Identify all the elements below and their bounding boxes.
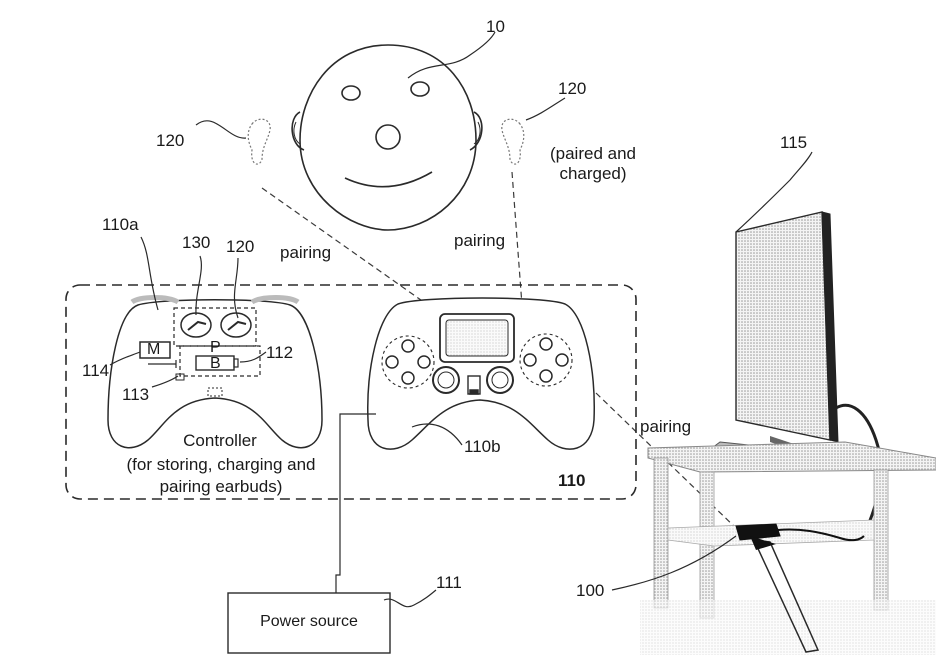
ref-label-114: 114 (82, 361, 110, 380)
pairing-module-box (179, 345, 261, 377)
leader-111 (383, 589, 437, 608)
controller-storage (107, 295, 323, 449)
charging-port (207, 387, 223, 397)
leader-130 (195, 255, 202, 316)
pairing-line-left (261, 187, 429, 306)
table-leg-3 (873, 469, 889, 611)
ref-label-system: 110 (558, 471, 586, 490)
leader-110b (411, 423, 463, 446)
power-cable (335, 413, 376, 593)
ref-label-power: 111 (436, 573, 462, 592)
leader-120-right (525, 97, 566, 121)
ref-label-display: 115 (780, 133, 808, 152)
tv-screen (735, 211, 831, 441)
ref-label-recess: 130 (182, 233, 211, 252)
ref-label-controller-open: 110a (102, 215, 139, 234)
right-eye (410, 81, 430, 97)
leader-110a (140, 236, 159, 311)
microphone-box (139, 341, 171, 359)
leader-120-left (195, 120, 247, 139)
module-letter-b: B (210, 355, 221, 372)
power-source-box (227, 592, 391, 654)
microphone-letter: M (147, 341, 161, 358)
display-tv (710, 211, 883, 541)
power-source-label: Power source (260, 613, 358, 630)
nose (375, 124, 401, 150)
earbud-left (247, 118, 271, 165)
console-cable (777, 528, 865, 542)
leader-112 (239, 351, 267, 363)
left-stick (432, 366, 460, 394)
ref-label-user: 10 (486, 17, 505, 36)
leader-120-stored (233, 257, 239, 319)
table-top (647, 441, 936, 473)
leader-115 (735, 151, 813, 233)
leader-10 (407, 31, 496, 79)
ref-label-controller-closed: 110b (464, 437, 501, 456)
ref-label-113: 113 (122, 385, 150, 404)
right-stick (486, 366, 514, 394)
controller-front (367, 297, 595, 450)
controller-caption-title: Controller (183, 431, 257, 450)
tv-cable (835, 403, 883, 541)
leader-113 (151, 375, 179, 388)
ref-label-earbud-right: 120 (558, 79, 587, 98)
pairing-label-right: pairing (454, 231, 506, 250)
left-eye (341, 85, 361, 101)
touchpad (439, 313, 515, 363)
user-head (291, 44, 483, 231)
face-button-ring (519, 333, 573, 387)
controller-caption-line1: (for storing, charging and (126, 455, 316, 474)
dpad-ring (381, 335, 435, 389)
ref-label-console: 100 (576, 581, 605, 600)
pairing-label-left: pairing (280, 243, 332, 262)
ref-label-112: 112 (266, 343, 294, 362)
floor-shadow (640, 600, 936, 655)
system-boundary (65, 284, 637, 500)
arrow-head (750, 536, 776, 550)
console (735, 523, 865, 653)
earbud-right (501, 118, 525, 165)
earbud-status-text: (paired and charged) (549, 144, 636, 183)
left-ear (291, 111, 305, 151)
ref-label-earbud-left: 120 (156, 131, 185, 150)
module-letter-p: P (210, 339, 221, 356)
table-leg-1 (653, 457, 669, 609)
leader-114 (109, 351, 141, 366)
ref-label-earbud-stored: 120 (226, 237, 255, 256)
controller-caption-line2: pairing earbuds) (159, 477, 283, 496)
mouth (344, 171, 433, 188)
pairing-line-right (511, 171, 523, 306)
pairing-label-tv: pairing (640, 417, 692, 436)
table (640, 441, 936, 655)
right-ear (469, 111, 483, 151)
leader-100 (611, 535, 737, 591)
